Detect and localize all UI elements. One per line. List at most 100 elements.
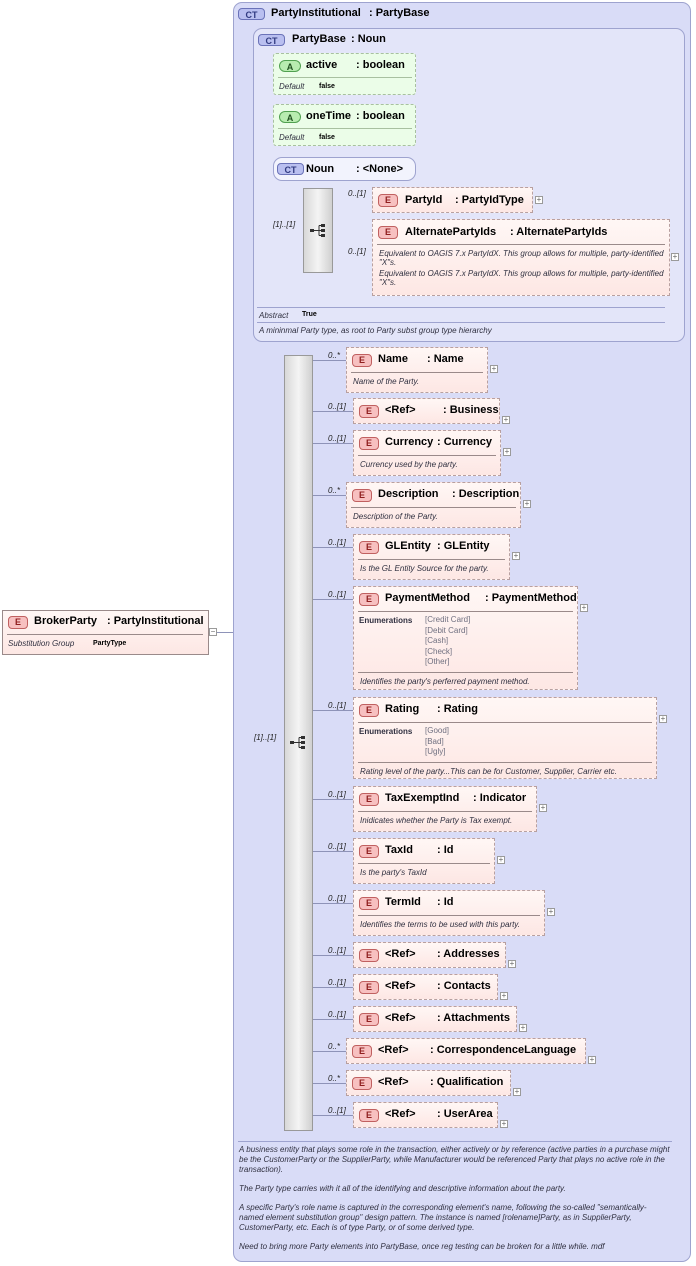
subst-group-value: PartyType xyxy=(93,640,127,647)
expand-icon[interactable]: + xyxy=(659,714,667,723)
element-multiplicity: 0..[1] xyxy=(328,590,346,599)
expand-icon[interactable]: + xyxy=(535,195,543,204)
element-multiplicity: 0..[1] xyxy=(328,402,346,411)
element-type: : GLEntity xyxy=(437,540,490,552)
connector-root xyxy=(209,632,243,633)
expand-icon[interactable]: + xyxy=(490,364,498,373)
default-value: false xyxy=(319,83,335,90)
alternate-party-ids-element[interactable]: E AlternatePartyIds : AlternatePartyIds … xyxy=(372,219,670,296)
element-tag-icon: E xyxy=(359,704,379,717)
element-tag-icon: E xyxy=(359,405,379,418)
element-multiplicity: 0..[1] xyxy=(328,978,346,987)
enumeration-value: [Good] xyxy=(425,726,450,735)
element-tag-icon: E xyxy=(352,1045,372,1058)
expand-icon[interactable]: + xyxy=(513,1087,521,1096)
connector-element xyxy=(313,1115,353,1116)
collapse-root-icon[interactable]: − xyxy=(209,627,217,636)
attribute-tag-icon: A xyxy=(279,60,301,72)
expand-icon[interactable]: + xyxy=(580,603,588,612)
element-tag-icon: E xyxy=(359,793,379,806)
connector-element xyxy=(313,1083,346,1084)
element-multiplicity: 0..[1] xyxy=(328,1106,346,1115)
expand-icon[interactable]: + xyxy=(671,252,679,261)
element-box[interactable]: E<Ref>: UserArea xyxy=(353,1102,498,1128)
party-base-documentation: A mininmal Party type, as root to Party … xyxy=(259,326,492,335)
element-documentation: Identifies the party's perferred payment… xyxy=(360,676,530,686)
sequence-multiplicity: [1]..[1] xyxy=(273,220,296,229)
connector-element xyxy=(313,411,353,412)
element-tag-icon: E xyxy=(352,489,372,502)
connector-element xyxy=(313,955,353,956)
expand-icon[interactable]: + xyxy=(519,1023,527,1032)
element-tag-icon: E xyxy=(359,897,379,910)
noun-type: : <None> xyxy=(356,163,404,175)
party-institutional-documentation: A business entity that plays some role i… xyxy=(239,1145,671,1261)
element-multiplicity: 0..[1] xyxy=(328,894,346,903)
expand-icon[interactable]: + xyxy=(512,551,520,560)
element-type: : Currency xyxy=(437,436,493,448)
noun-complex-type[interactable]: CT Noun : <None> xyxy=(273,157,416,181)
party-institutional-type: : PartyBase xyxy=(369,7,430,19)
connector-element xyxy=(313,710,353,711)
element-type: : AlternatePartyIds xyxy=(510,226,608,238)
element-documentation: Identifies the terms to be used with thi… xyxy=(360,920,520,929)
element-box[interactable]: E<Ref>: Qualification xyxy=(346,1070,511,1096)
expand-icon[interactable]: + xyxy=(588,1055,596,1064)
root-type: : PartyInstitutional xyxy=(107,615,204,627)
connector-element xyxy=(313,599,353,600)
party-institutional-title: PartyInstitutional xyxy=(271,7,361,19)
element-box[interactable]: E<Ref>: Attachments xyxy=(353,1006,517,1032)
element-name: TermId xyxy=(385,896,421,908)
element-box[interactable]: E<Ref>: Addresses xyxy=(353,942,506,968)
partyid-multiplicity: 0..[1] xyxy=(348,189,366,198)
doc-paragraph: A business entity that plays some role i… xyxy=(239,1145,670,1174)
element-multiplicity: 0..[1] xyxy=(328,434,346,443)
element-documentation: Equivalent to OAGIS 7.x PartyIdX. This g… xyxy=(379,269,664,287)
connector-element xyxy=(313,360,346,361)
element-name: <Ref> xyxy=(385,980,416,992)
attribute-onetime[interactable]: A oneTime : boolean Default false xyxy=(273,104,416,146)
partyid-element[interactable]: E PartyId : PartyIdType xyxy=(372,187,533,213)
element-name: AlternatePartyIds xyxy=(405,226,497,238)
element-box[interactable]: E<Ref>: Business xyxy=(353,398,500,424)
connector-element xyxy=(313,987,353,988)
element-tag-icon: E xyxy=(359,949,379,962)
element-tag-icon: E xyxy=(352,1077,372,1090)
expand-icon[interactable]: + xyxy=(500,1119,508,1128)
element-tag-icon: E xyxy=(378,194,398,207)
expand-icon[interactable]: + xyxy=(502,415,510,424)
element-box[interactable]: E <Ref> : Contacts xyxy=(353,974,498,1000)
element-multiplicity: 0..[1] xyxy=(328,842,346,851)
expand-icon[interactable]: + xyxy=(523,499,531,508)
broker-party-element[interactable]: E BrokerParty : PartyInstitutional Subst… xyxy=(2,610,209,655)
default-value: false xyxy=(319,134,335,141)
element-box[interactable]: E<Ref>: CorrespondenceLanguage xyxy=(346,1038,586,1064)
element-type: : Business xyxy=(443,404,499,416)
expand-icon[interactable]: + xyxy=(539,803,547,812)
element-type: : Contacts xyxy=(437,980,491,992)
expand-icon[interactable]: + xyxy=(508,959,516,968)
expand-icon[interactable]: + xyxy=(503,447,511,456)
expand-icon[interactable]: + xyxy=(547,907,555,916)
element-type: : UserArea xyxy=(437,1108,493,1120)
element-tag-icon: E xyxy=(359,1013,379,1026)
attribute-type: : boolean xyxy=(356,110,405,122)
element-tag-icon: E xyxy=(359,981,379,994)
element-multiplicity: 0..* xyxy=(328,351,341,360)
attribute-active[interactable]: A active : boolean Default false xyxy=(273,53,416,95)
doc-paragraph: A specific Party's role name is captured… xyxy=(239,1203,647,1232)
expand-icon[interactable]: + xyxy=(497,855,505,864)
element-documentation: Rating level of the party...This can be … xyxy=(360,766,617,776)
element-name: TaxId xyxy=(385,844,413,856)
expand-icon[interactable]: + xyxy=(500,991,508,1000)
element-tag-icon: E xyxy=(352,354,372,367)
